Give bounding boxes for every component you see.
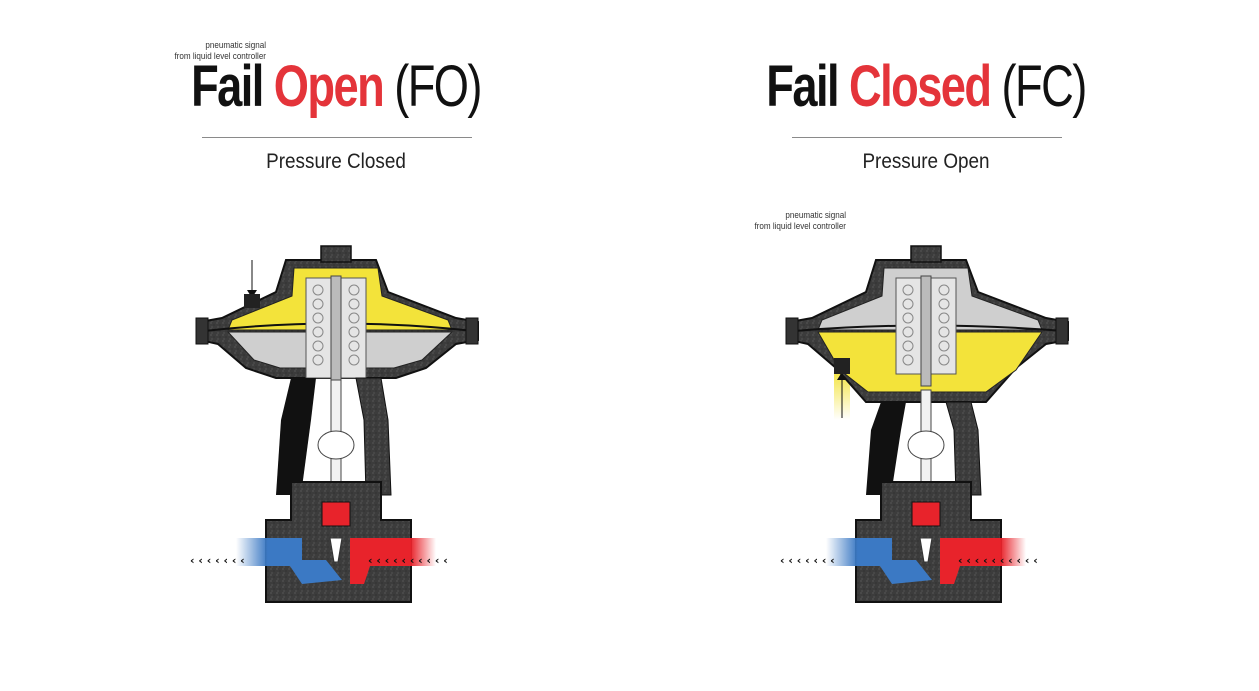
signal-port (834, 358, 850, 374)
fail-open-panel: Fail Open (FO) Pressure Closed pneumatic… (126, 0, 546, 691)
yoke-left (276, 378, 316, 495)
signal-label: pneumatic signal from liquid level contr… (719, 210, 846, 232)
valve-plug (919, 537, 933, 563)
flange-bolt-left (785, 317, 799, 345)
yoke-right (945, 401, 982, 496)
spring-coils (902, 284, 950, 366)
flange-bolt-right (1055, 317, 1069, 345)
title-fail: Fail (191, 54, 264, 119)
spring-coils (312, 284, 360, 366)
flow-arrows: ‹ ‹ ‹ ‹ ‹ ‹ ‹ ‹ ‹ ‹ ‹ ‹ ‹ ‹ ‹ ‹ ‹ (190, 554, 448, 567)
fail-closed-panel: Fail Closed (FC) Pressure Open pneumatic… (716, 0, 1136, 691)
valve-plug (329, 537, 343, 563)
fail-open-valve-diagram: ‹ ‹ ‹ ‹ ‹ ‹ ‹ ‹ ‹ ‹ ‹ ‹ ‹ ‹ ‹ ‹ ‹ (190, 245, 479, 603)
signal-port (244, 294, 260, 308)
panel-title: Fail Closed (FC) (762, 52, 1090, 122)
svg-text:‹ ‹ ‹ ‹ ‹ ‹ ‹ ‹ ‹ ‹: ‹ ‹ ‹ ‹ ‹ ‹ ‹ ‹ ‹ ‹ (368, 554, 448, 567)
panel-subtitle: Pressure Open (862, 150, 990, 173)
title-divider (202, 137, 472, 138)
svg-text:‹ ‹ ‹ ‹ ‹ ‹ ‹: ‹ ‹ ‹ ‹ ‹ ‹ ‹ (780, 554, 835, 567)
title-abbr: (FC) (1001, 54, 1088, 119)
stem-packing (911, 501, 941, 527)
actuator-cap (910, 245, 942, 263)
title-abbr: (FO) (394, 54, 482, 119)
signal-label-line1: pneumatic signal (205, 40, 266, 51)
outlet-flow (236, 538, 342, 584)
svg-text:‹ ‹ ‹ ‹ ‹ ‹ ‹: ‹ ‹ ‹ ‹ ‹ ‹ ‹ (190, 554, 245, 567)
stem-coupling (317, 430, 355, 460)
outlet-flow (826, 538, 932, 584)
valve-stem-upper (920, 275, 932, 387)
yoke-right (355, 377, 392, 496)
title-mode: Closed (849, 54, 992, 119)
flange-bolt-right (465, 317, 479, 345)
panel-subtitle: Pressure Closed (266, 150, 406, 173)
actuator-cap (320, 245, 352, 263)
signal-label-line2: from liquid level controller (174, 51, 266, 62)
flange-bolt-left (195, 317, 209, 345)
title-divider (792, 137, 1062, 138)
valve-stem-upper (330, 275, 342, 387)
signal-label: pneumatic signal from liquid level contr… (139, 40, 266, 62)
title-fail: Fail (766, 54, 839, 119)
stem-coupling (907, 430, 945, 460)
panel-title: Fail Open (FO) (172, 52, 500, 122)
flow-arrows: ‹ ‹ ‹ ‹ ‹ ‹ ‹ ‹ ‹ ‹ ‹ ‹ ‹ ‹ ‹ ‹ ‹ (780, 554, 1038, 567)
signal-label-line1: pneumatic signal (785, 210, 846, 221)
inlet-flow (350, 538, 436, 584)
fail-closed-valve-diagram: ‹ ‹ ‹ ‹ ‹ ‹ ‹ ‹ ‹ ‹ ‹ ‹ ‹ ‹ ‹ ‹ ‹ (780, 245, 1069, 603)
inlet-flow (940, 538, 1026, 584)
title-mode: Open (273, 54, 385, 119)
svg-text:‹ ‹ ‹ ‹ ‹ ‹ ‹ ‹ ‹ ‹: ‹ ‹ ‹ ‹ ‹ ‹ ‹ ‹ ‹ ‹ (958, 554, 1038, 567)
signal-label-line2: from liquid level controller (754, 221, 846, 232)
yoke-left (866, 402, 906, 495)
stem-packing (321, 501, 351, 527)
